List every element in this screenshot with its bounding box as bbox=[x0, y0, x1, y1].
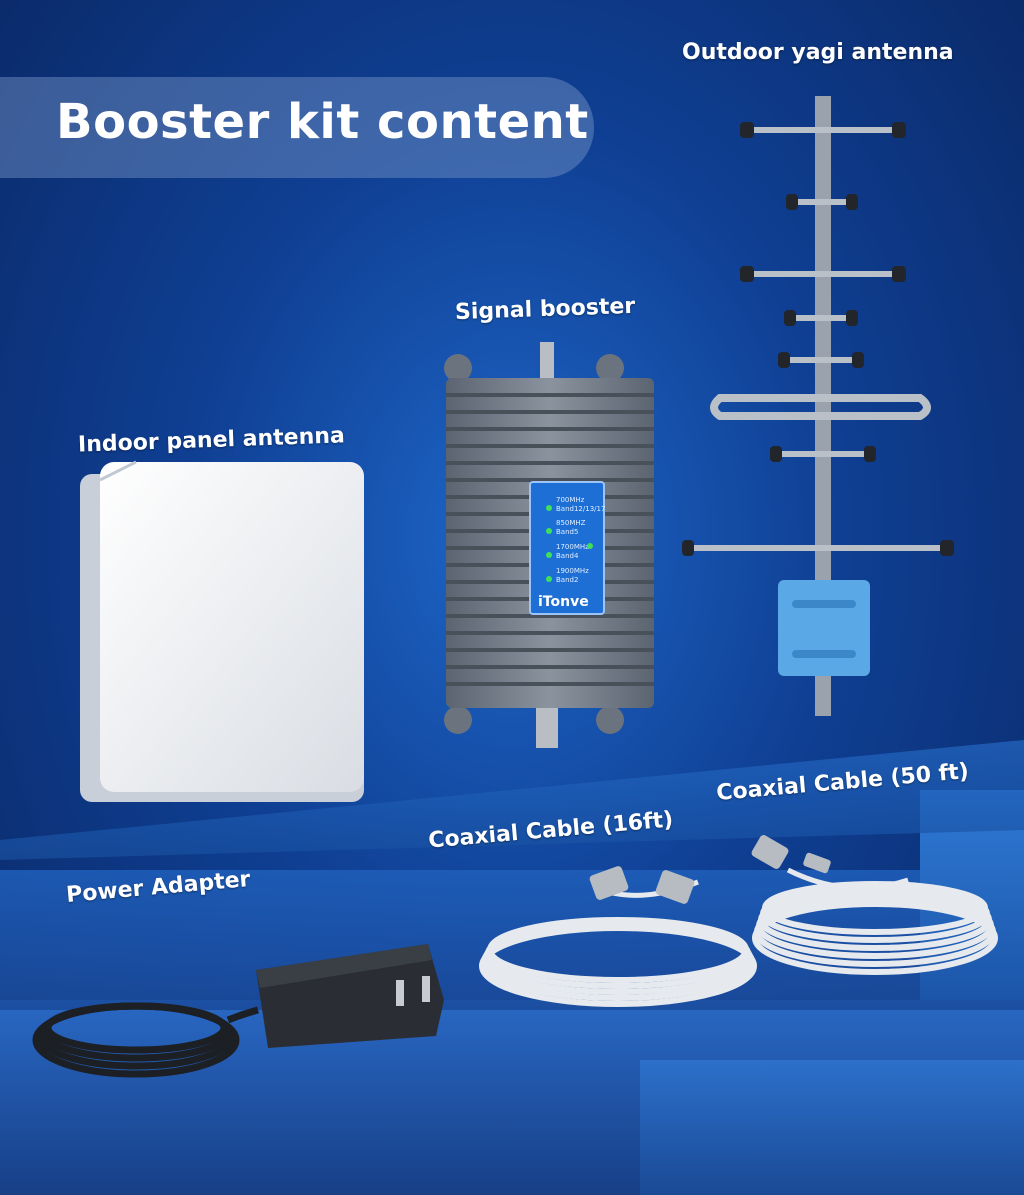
band-3-name: Band4 bbox=[556, 552, 579, 560]
label-booster: Signal booster bbox=[454, 293, 636, 326]
band-list: 700MHz Band12/13/17 850MHZ Band5 1700MHz… bbox=[546, 496, 605, 584]
led-icon bbox=[546, 528, 552, 534]
band-2-freq: 850MHZ bbox=[556, 519, 586, 527]
band-4-freq: 1900MHz bbox=[556, 567, 589, 575]
band-1-freq: 700MHz bbox=[556, 496, 585, 504]
title-banner bbox=[0, 77, 594, 178]
indoor-panel-antenna bbox=[80, 460, 364, 802]
coaxial-cable-50ft bbox=[751, 835, 998, 975]
outdoor-yagi-antenna bbox=[682, 96, 954, 716]
brand-logo-text: iTonve bbox=[538, 594, 589, 610]
led-icon bbox=[546, 576, 552, 582]
band-3-freq: 1700MHz bbox=[556, 543, 589, 551]
coaxial-cable-16ft bbox=[479, 866, 757, 1007]
shelf-front-block bbox=[640, 1060, 1024, 1195]
signal-booster: 700MHz Band12/13/17 850MHZ Band5 1700MHz… bbox=[444, 342, 654, 748]
label-yagi: Outdoor yagi antenna bbox=[682, 40, 954, 65]
led-icon bbox=[587, 543, 593, 549]
page-title: Booster kit content bbox=[56, 94, 589, 150]
led-icon bbox=[546, 505, 552, 511]
label-panel: Indoor panel antenna bbox=[77, 423, 346, 458]
band-1-name: Band12/13/17 bbox=[556, 505, 605, 513]
band-2-name: Band5 bbox=[556, 528, 578, 536]
band-4-name: Band2 bbox=[556, 576, 578, 584]
led-icon bbox=[546, 552, 552, 558]
power-adapter bbox=[32, 944, 444, 1078]
